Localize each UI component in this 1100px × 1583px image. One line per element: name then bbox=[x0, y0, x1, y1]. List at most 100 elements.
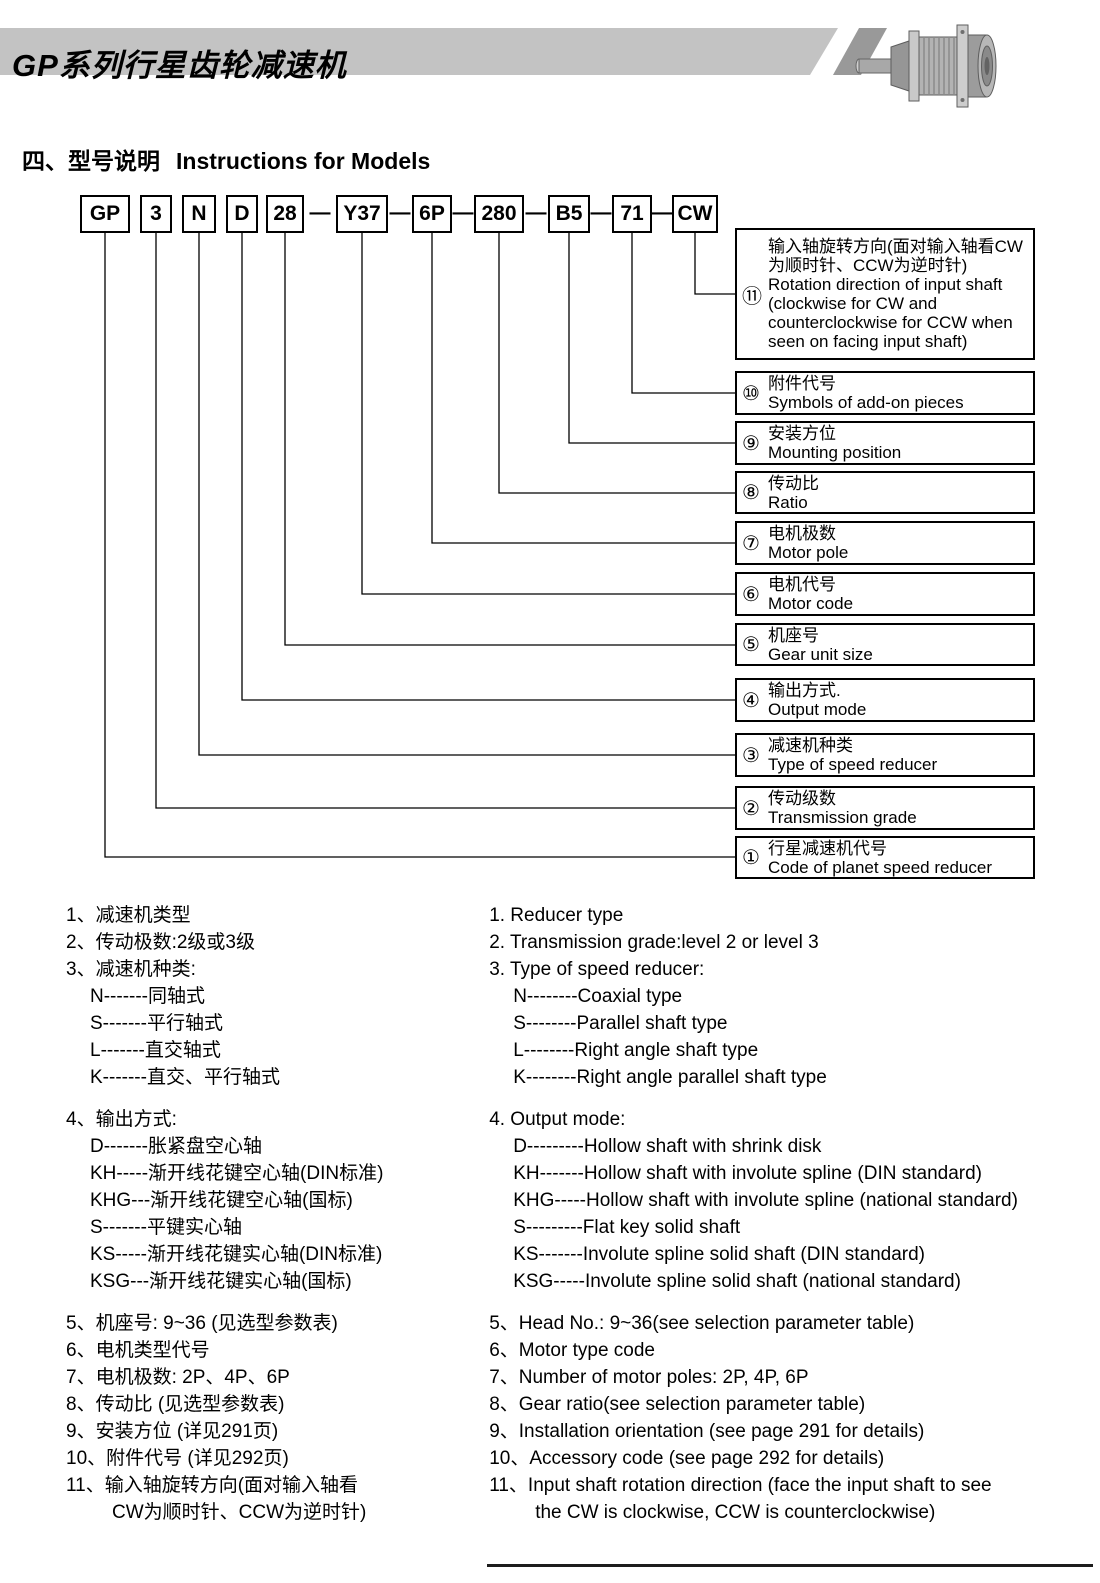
header-band bbox=[0, 28, 838, 75]
model-code-box-motor: Y37 bbox=[336, 195, 388, 233]
label-number: ⑪ bbox=[742, 285, 762, 308]
label-en: Mounting position bbox=[768, 443, 902, 462]
code-separator: — bbox=[590, 201, 612, 224]
list-item: 11、Input shaft rotation direction (face … bbox=[489, 1475, 992, 1496]
label-number: ③ bbox=[742, 744, 760, 767]
label-number: ② bbox=[742, 797, 760, 820]
legend-english: 1. Reducer type 2. Transmission grade:le… bbox=[489, 902, 1100, 1526]
section-heading-en: Instructions for Models bbox=[176, 148, 431, 174]
label-number: ⑥ bbox=[742, 583, 760, 606]
label-number: ⑧ bbox=[742, 482, 760, 504]
list-item: 8、传动比 (见选型参数表) bbox=[66, 1394, 285, 1415]
model-code-box-output: D bbox=[226, 195, 258, 233]
model-code-box-type: N bbox=[182, 195, 216, 233]
model-code-box-rotation: CW bbox=[672, 195, 718, 233]
list-item: 9、Installation orientation (see page 291… bbox=[489, 1421, 925, 1442]
model-code-box-ratio: 280 bbox=[474, 195, 524, 233]
list-item: KSG-----Involute spline solid shaft (nat… bbox=[513, 1271, 961, 1292]
list-item: 3. Type of speed reducer: bbox=[489, 959, 705, 980]
list-item: 2. Transmission grade:level 2 or level 3 bbox=[489, 932, 819, 953]
list-item: L-------直交轴式 bbox=[90, 1040, 221, 1061]
label-zh: 行星减速机代号 bbox=[768, 838, 887, 858]
label-en: Ratio bbox=[768, 492, 808, 512]
list-item: KHG-----Hollow shaft with involute splin… bbox=[513, 1190, 1018, 1211]
model-code-box-size: 28 bbox=[266, 195, 304, 233]
model-code-box-grade: 3 bbox=[140, 195, 172, 233]
label-number: ⑩ bbox=[742, 382, 760, 405]
page-title: GP系列行星齿轮减速机 bbox=[12, 48, 347, 83]
list-item: 7、Number of motor poles: 2P, 4P, 6P bbox=[489, 1367, 809, 1388]
label-box-rotation-direction: ⑪ 输入轴旋转方向(面对输入轴看CW为顺时针、CCW为逆时针)Rotation … bbox=[735, 228, 1035, 360]
bottom-rule bbox=[487, 1564, 1093, 1567]
product-photo bbox=[853, 6, 1001, 110]
list-item: K-------直交、平行轴式 bbox=[90, 1067, 280, 1088]
list-item: 10、附件代号 (详见292页) bbox=[66, 1448, 289, 1469]
list-item: KH-------Hollow shaft with involute spli… bbox=[513, 1163, 982, 1184]
list-item: 5、Head No.: 9~36(see selection parameter… bbox=[489, 1313, 915, 1334]
label-en: Transmission grade bbox=[768, 808, 917, 827]
list-item: the CW is clockwise, CCW is counterclock… bbox=[535, 1502, 936, 1523]
gearbox-illustration bbox=[855, 24, 997, 108]
list-item: KSG---渐开线花键实心轴(国标) bbox=[90, 1271, 352, 1292]
label-number: ⑨ bbox=[742, 432, 760, 455]
label-zh: 附件代号 bbox=[768, 374, 836, 393]
model-code-box-pole: 6P bbox=[412, 195, 452, 233]
label-number: ① bbox=[742, 847, 760, 869]
list-item: N--------Coaxial type bbox=[513, 986, 683, 1007]
label-number: ⑤ bbox=[742, 634, 760, 656]
list-item: 2、传动极数:2级或3级 bbox=[66, 932, 255, 953]
list-item: 1、减速机类型 bbox=[66, 905, 191, 926]
code-separator: — bbox=[525, 201, 547, 224]
list-item: 3、减速机种类: bbox=[66, 959, 196, 980]
label-box-output-mode: ④ 输出方式.Output mode bbox=[735, 678, 1035, 722]
list-item: D-------胀紧盘空心轴 bbox=[90, 1136, 263, 1157]
model-code-box-mounting: B5 bbox=[548, 195, 590, 233]
label-en: Code of planet speed reducer bbox=[768, 857, 992, 877]
list-item: 7、电机极数: 2P、4P、6P bbox=[66, 1367, 290, 1388]
list-item: KS-------Involute spline solid shaft (DI… bbox=[513, 1244, 925, 1265]
list-item: KHG---渐开线花键空心轴(国标) bbox=[90, 1190, 353, 1211]
label-zh: 安装方位 bbox=[768, 424, 836, 443]
model-code-box-prefix: GP bbox=[80, 195, 130, 233]
label-en: Symbols of add-on pieces bbox=[768, 393, 964, 412]
list-item: N-------同轴式 bbox=[90, 986, 206, 1007]
label-zh: 减速机种类 bbox=[768, 736, 853, 755]
list-item: KH-----渐开线花键空心轴(DIN标准) bbox=[90, 1163, 384, 1184]
list-item: 11、输入轴旋转方向(面对输入轴看 bbox=[66, 1475, 359, 1496]
legend-chinese: 1、减速机类型 2、传动极数:2级或3级 3、减速机种类: N-------同轴… bbox=[66, 902, 477, 1526]
label-en: Motor code bbox=[768, 594, 854, 613]
label-en: Motor pole bbox=[768, 543, 849, 562]
section-heading-zh: 四、型号说明 bbox=[22, 148, 160, 174]
list-item: 5、机座号: 9~36 (见选型参数表) bbox=[66, 1313, 338, 1334]
list-item: KS-----渐开线花键实心轴(DIN标准) bbox=[90, 1244, 383, 1265]
label-zh: 输出方式. bbox=[768, 681, 841, 700]
label-en: Gear unit size bbox=[768, 644, 873, 664]
label-number: ⑦ bbox=[742, 532, 760, 555]
code-separator: — bbox=[389, 201, 411, 224]
code-separator: — bbox=[452, 201, 474, 224]
label-number: ④ bbox=[742, 689, 760, 712]
list-item: 6、Motor type code bbox=[489, 1340, 655, 1361]
label-zh: 机座号 bbox=[768, 625, 819, 645]
model-code-box-accessory: 71 bbox=[612, 195, 652, 233]
legend-lists: 1、减速机类型 2、传动极数:2级或3级 3、减速机种类: N-------同轴… bbox=[0, 902, 1100, 1526]
label-zh: 传动级数 bbox=[768, 789, 836, 808]
list-item: S-------平行轴式 bbox=[90, 1013, 223, 1034]
label-en: Rotation direction of input shaft (clock… bbox=[768, 275, 1013, 351]
list-item: D---------Hollow shaft with shrink disk bbox=[513, 1136, 822, 1157]
list-item: 1. Reducer type bbox=[489, 905, 624, 926]
label-en: Type of speed reducer bbox=[768, 755, 938, 774]
list-item: 4. Output mode: bbox=[489, 1109, 626, 1130]
section-heading: 四、型号说明 Instructions for Models bbox=[22, 142, 430, 176]
list-item: 10、Accessory code (see page 292 for deta… bbox=[489, 1448, 885, 1469]
list-item: 6、电机类型代号 bbox=[66, 1340, 210, 1361]
list-item: S-------平键实心轴 bbox=[90, 1217, 242, 1238]
